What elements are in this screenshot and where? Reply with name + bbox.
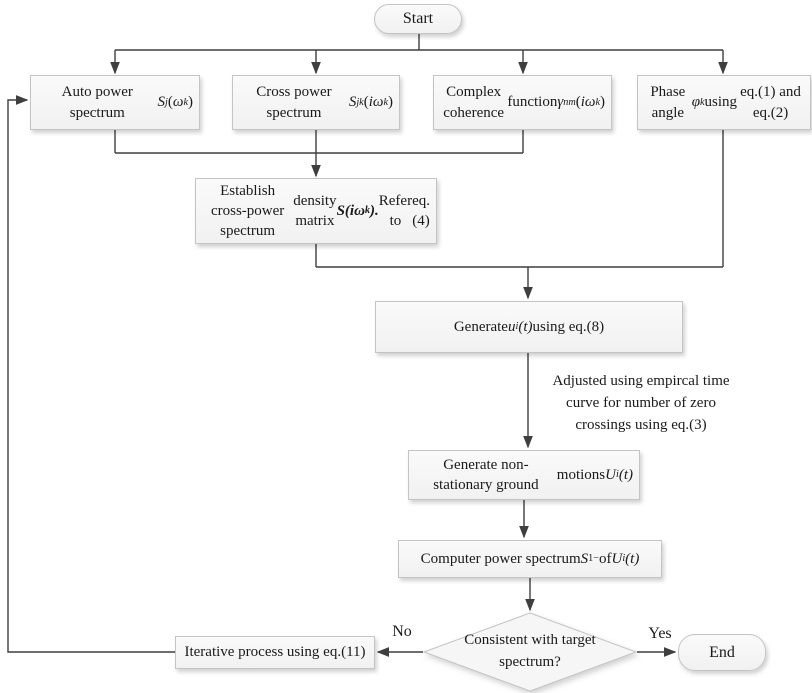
start-node: Start	[374, 4, 462, 34]
target-spectrum-decision-label: Consistent with target spectrum?	[464, 632, 596, 670]
no-edge-label: No	[392, 623, 412, 640]
zero-crossings-annotation: Adjusted using empircal time curve for n…	[552, 373, 730, 433]
yes-edge-label: Yes	[648, 625, 672, 642]
iterative-process-box: Iterative process using eq.(11)	[175, 636, 375, 669]
decision-diamond-shape	[422, 612, 638, 692]
end-node: End	[678, 634, 766, 671]
